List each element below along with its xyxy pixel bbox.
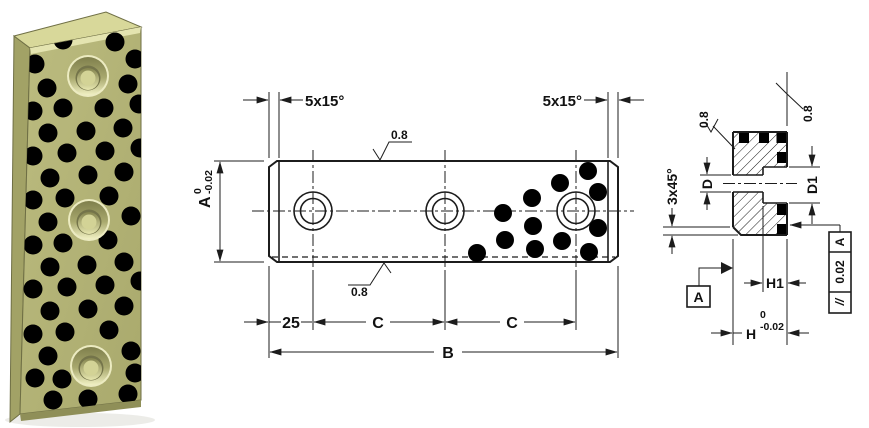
graphite-plug-pattern-front <box>468 162 607 262</box>
dim-label-H1: H1 <box>766 275 784 291</box>
dim-label-A: A <box>197 196 214 208</box>
dim-label-C1: C <box>372 315 384 332</box>
front-view: 5x15° 5x15° 0.8 0.8 A 0 -0 <box>192 92 644 362</box>
counterbore-dimension: D1 <box>789 146 820 224</box>
dim-label-chamfer-right: 5x15° <box>543 93 582 110</box>
fcf-datum: A <box>833 237 847 246</box>
height-dimension: A 0 -0.02 <box>192 160 264 263</box>
chamfer-dimension-section: 3x45° <box>663 168 738 254</box>
counterbore-hole-3d <box>70 345 112 387</box>
section-view: 0.8 0.8 D D1 <box>663 72 852 345</box>
hole3-counterbore <box>556 191 596 231</box>
fcf-value: 0.02 <box>833 260 847 284</box>
dim-A-tol-lower: -0.02 <box>203 170 215 194</box>
product-render-3d <box>5 11 155 427</box>
dim-label-D1: D1 <box>804 176 820 194</box>
counterbore-hole-3d <box>67 55 109 97</box>
datum-feature-A: A <box>686 262 733 308</box>
bore-dimension: D <box>699 157 731 210</box>
datum-label: A <box>693 289 703 305</box>
finish-value-bottom: 0.8 <box>351 285 368 299</box>
hole3-bore <box>562 197 590 225</box>
dim-label-25: 25 <box>282 315 300 332</box>
counterbore-depth-dimension: H1 <box>744 275 806 291</box>
parallelism-symbol-icon: // <box>833 297 847 306</box>
surface-finish-right-icon: 0.8 <box>775 72 815 126</box>
hole1-counterbore <box>293 191 333 231</box>
counterbore-opening <box>763 167 788 203</box>
plate-outline <box>268 160 619 263</box>
dim-label-D: D <box>699 179 715 189</box>
surface-finish-left-icon: 0.8 <box>697 111 736 150</box>
parallelism-fcf: A 0.02 // <box>789 221 852 314</box>
hole1-bore <box>299 197 327 225</box>
finish-value-section-left: 0.8 <box>697 111 711 128</box>
section-outline <box>732 131 788 236</box>
dim-label-H: H <box>746 326 756 342</box>
surface-finish-bottom-icon: 0.8 <box>348 262 392 299</box>
chamfer-dim-left: 5x15° <box>243 92 344 158</box>
dim-H-tol-lower: -0.02 <box>760 321 784 333</box>
dim-A-tol-upper: 0 <box>192 188 204 194</box>
hole2-bore <box>431 197 459 225</box>
bottom-dimensions: 25 C C B <box>244 266 619 362</box>
finish-value-top: 0.8 <box>391 128 408 142</box>
dim-H-tol-upper: 0 <box>760 309 766 321</box>
thickness-dimension: H 0 -0.02 <box>711 309 809 342</box>
dim-label-B: B <box>442 345 454 362</box>
datum-triangle <box>721 262 733 274</box>
dim-label-C2: C <box>506 315 518 332</box>
graphite-plugs-section <box>739 133 787 235</box>
surface-finish-top-icon: 0.8 <box>372 128 412 162</box>
finish-value-section-right: 0.8 <box>801 105 815 122</box>
bottom-edge <box>20 400 141 421</box>
chamfer-dim-right: 5x15° <box>543 92 644 158</box>
dim-label-chamfer-left: 5x15° <box>305 93 344 110</box>
hole2-counterbore <box>425 191 465 231</box>
dim-label-3x45: 3x45° <box>664 168 680 205</box>
counterbore-hole-3d <box>68 199 110 241</box>
